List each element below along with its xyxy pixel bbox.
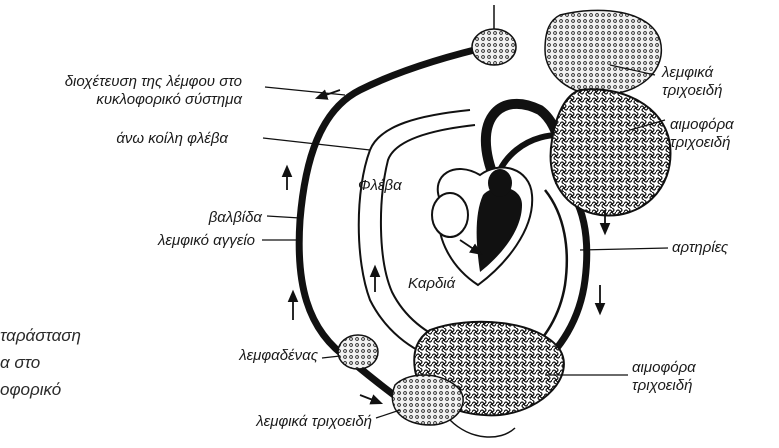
- label-blood-capillaries-top-1: αιμοφόρα: [670, 116, 734, 133]
- lymph-capillaries-bottom: [392, 375, 463, 425]
- label-lymph-vessel: λεμφικό αγγείο: [157, 232, 255, 249]
- caption-line-1: ταράσταση: [0, 326, 81, 345]
- lymph-capillaries-top: [545, 10, 661, 95]
- lymph-node-left: [338, 335, 378, 369]
- lymph-node-top: [472, 29, 516, 65]
- label-lymph-drainage-2: κυκλοφορικό σύστημα: [96, 91, 242, 108]
- label-arteries: αρτηρίες: [672, 239, 729, 256]
- leader-lymph-capillaries-bottom: [376, 410, 400, 418]
- leader-valve: [267, 216, 300, 218]
- label-lymph-drainage-1: διοχέτευση της λέμφου στο: [65, 73, 242, 90]
- label-blood-capillaries-bottom-1: αιμοφόρα: [632, 359, 696, 376]
- heart-atrium-dark: [488, 169, 512, 197]
- label-heart: Καρδιά: [408, 275, 456, 292]
- label-valve: βαλβίδα: [208, 209, 263, 226]
- heart-atrium: [432, 193, 468, 237]
- flow-arrow: [360, 395, 378, 402]
- label-blood-capillaries-bottom-2: τριχοειδή: [632, 377, 692, 394]
- caption-line-3: οφορικό: [0, 380, 61, 399]
- blood-capillaries-top: [551, 89, 671, 215]
- caption-line-2: α στο: [0, 353, 40, 372]
- label-lymph-capillaries-bottom: λεμφικά τριχοειδή: [255, 413, 372, 430]
- label-blood-capillaries-top-2: τριχοειδή: [670, 134, 730, 151]
- leader-arteries: [580, 248, 668, 250]
- label-lymph-capillaries-top-1: λεμφικά: [661, 64, 714, 81]
- label-superior-vena-cava: άνω κοίλη φλέβα: [116, 130, 228, 147]
- leader-lymph-drainage: [265, 87, 345, 95]
- label-lymph-node: λεμφαδένας: [238, 347, 319, 364]
- label-vein: Φλέβα: [358, 177, 402, 194]
- label-lymph-capillaries-top-2: τριχοειδή: [662, 82, 722, 99]
- leader-lymph-node: [322, 356, 340, 358]
- bottom-loop: [450, 420, 515, 437]
